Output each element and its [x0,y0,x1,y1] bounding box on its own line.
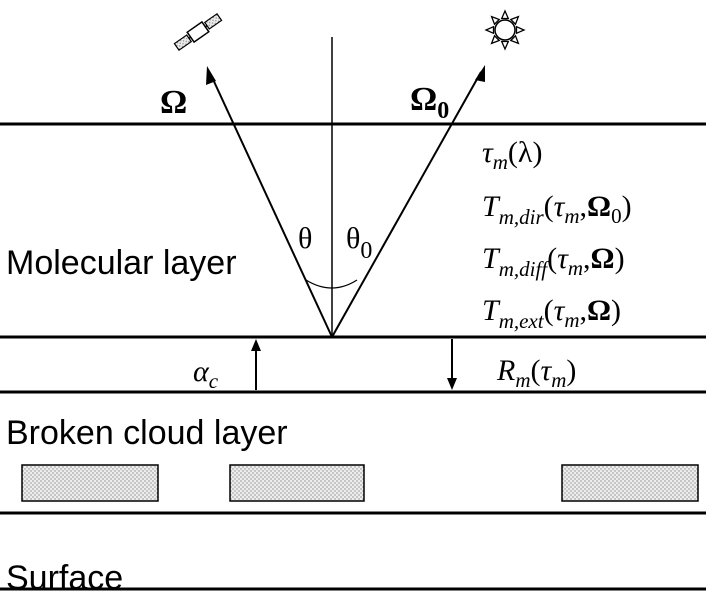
cloud-block-3 [561,464,699,502]
theta0-label: θ0 [346,222,372,264]
downward-arrow-head [447,378,457,390]
theta-label: θ [298,222,312,255]
omega-label: Ω [160,84,187,121]
t-m-ext: Tm,ext(τm,Ω) [482,294,621,333]
sun-ray [484,25,495,35]
sun-icon [484,9,526,51]
solar-direction-arrow [331,71,482,338]
cloud-block-1 [21,464,159,502]
sun-ray [490,34,501,45]
omega0-label: Ω0 [410,81,449,124]
surface-label: Surface [6,559,123,596]
solar-arrow-head [475,65,485,82]
view-direction-arrow [210,74,333,338]
upward-arrow-head [251,339,261,351]
broken-cloud-layer-label: Broken cloud layer [6,414,288,452]
sun-ray [490,15,501,26]
t-m-dir: Tm,dir(τm,Ω0) [482,190,632,229]
alpha-c-label: αc [193,355,219,393]
cloud-block-2 [229,464,365,502]
sun-ray [500,9,510,20]
sun-ray [500,40,510,51]
satellite-icon [173,12,223,52]
sun-ray [515,25,526,35]
r-m-tau: Rm(τm) [496,354,576,392]
sun-ray [509,15,520,26]
sun-ray [509,34,520,45]
t-m-diff: Tm,diff(τm,Ω) [482,242,625,281]
molecular-layer-label: Molecular layer [6,244,237,282]
tau-m-lambda: τm(λ) [482,136,542,174]
view-arrow-head [206,66,216,85]
angle-arc [305,279,358,289]
